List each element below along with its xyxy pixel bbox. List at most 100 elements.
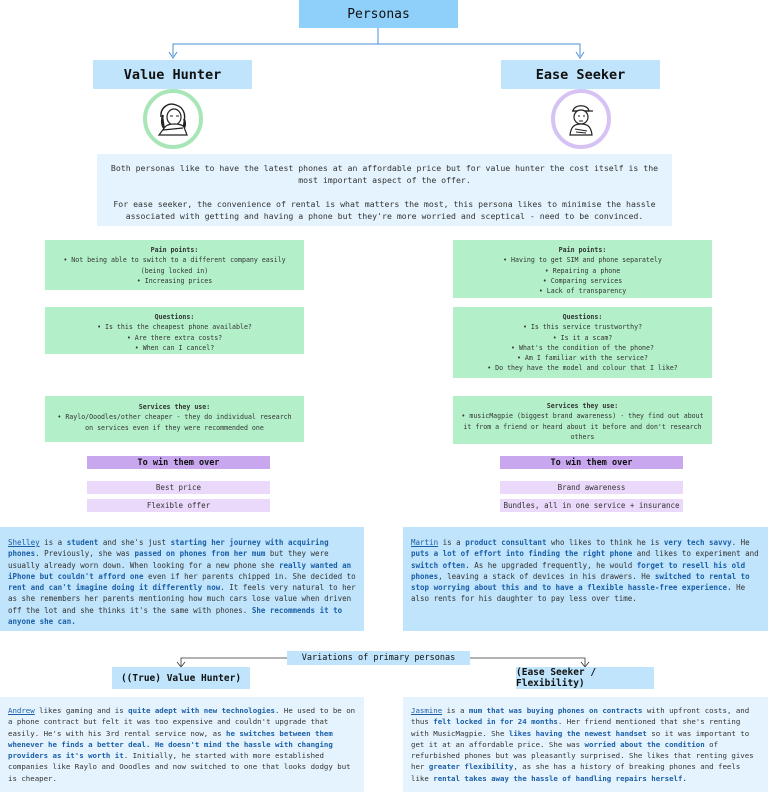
summary-value-hunter: Both personas like to have the latest ph… [110, 163, 659, 185]
arrowhead-right [575, 51, 585, 59]
questions-value-hunter: Questions: • Is this the cheapest phone … [45, 307, 304, 354]
diagram-title: Personas [299, 0, 458, 28]
list-item: • Is it a scam? [552, 333, 613, 342]
story-text: . He [731, 538, 750, 547]
list-item: • Are there extra costs? [126, 333, 223, 342]
variation-title-true-value-hunter: ((True) Value Hunter) [112, 667, 250, 689]
services-title: Services they use: [138, 403, 211, 411]
story-text: He also rents for his daughter to pay le… [411, 583, 746, 604]
story-text: is a [442, 706, 469, 715]
story-text: but they were usually already worn down.… [8, 549, 329, 570]
services-title: Services they use: [546, 402, 619, 410]
list-item: • Repairing a phone [544, 266, 621, 275]
story-value-hunter: Shelley is a student and she's just star… [0, 527, 364, 631]
story-text: . It feels very natural to her as she re… [8, 583, 356, 615]
highlighted-text: switch often [411, 560, 466, 570]
story-text: with upfront costs, and thus [411, 706, 750, 727]
story-text: so it was important to get it at an affo… [411, 728, 750, 749]
persona-name: Jasmine [411, 706, 443, 715]
win-item-brand-awareness: Brand awareness [500, 481, 683, 494]
list-item: • Having to get SIM and phone separately [503, 256, 662, 265]
story-text: of refurbished phones but was pleasantly… [411, 739, 754, 772]
win-title-ease-seeker: To win them over [500, 456, 683, 469]
pain-points-ease-seeker: Pain points: • Having to get SIM and pho… [453, 240, 712, 298]
variation-connector-left [180, 657, 287, 666]
story-text: . As he upgraded frequently, he would [465, 560, 637, 570]
highlighted-text: She recommends it to anyone she can. [8, 605, 343, 627]
story-text: . Her friend mentioned that she's rentin… [411, 717, 741, 738]
highlighted-text: puts a lot of effort into finding the ri… [411, 549, 633, 559]
connector-left [172, 28, 379, 56]
story-text: likes gaming and is [34, 706, 129, 715]
highlighted-text: mum that was buying phones on contracts [468, 706, 643, 715]
avatar-value-hunter [143, 89, 203, 149]
list-item: • Lack of transparency [538, 287, 627, 296]
list-item: • Is this the cheapest phone available? [97, 323, 252, 332]
highlighted-text: rent and can't imagine doing it differen… [8, 583, 221, 593]
highlighted-text: felt locked in for 24 months [433, 717, 558, 727]
connector-right [378, 43, 581, 56]
story-text: , as she has a history of breaking phone… [411, 762, 741, 783]
questions-ease-seeker: Questions: • Is this service trustworthy… [453, 307, 712, 378]
story-text: . Initially, he started with more establ… [8, 751, 351, 783]
highlighted-text: likes having the newest handset [508, 728, 647, 738]
list-item: • Do they have the model and colour that… [487, 364, 678, 373]
list-item: • Raylo/Ooodles/other cheaper - they do … [57, 413, 292, 432]
list-item: • Am I familiar with the service? [516, 354, 648, 363]
pain-points-title: Pain points: [150, 246, 199, 254]
list-item: • What's the condition of the phone? [511, 343, 654, 352]
highlighted-text: switched to rental to stop worrying abou… [411, 571, 750, 593]
list-item: • Is this service trustworthy? [522, 323, 643, 332]
questions-title: Questions: [562, 313, 603, 321]
list-item: • musicMagpie (biggest brand awareness) … [461, 412, 704, 441]
variation-story-andrew: Andrew likes gaming and is quite adept w… [0, 697, 364, 792]
win-item-bundles: Bundles, all in one service + insurance [500, 499, 683, 512]
story-text: and she's just [98, 538, 171, 547]
highlighted-text: forget to resell his old phones [411, 560, 746, 581]
avatar-ease-seeker [551, 89, 611, 149]
variations-label: Variations of primary personas [287, 651, 470, 665]
story-text: is a [39, 538, 67, 547]
win-title-value-hunter: To win them over [87, 456, 270, 469]
persona-title-value-hunter: Value Hunter [93, 60, 252, 89]
highlighted-text: greater flexibility [428, 762, 514, 772]
story-text: . He used to be on a phone contract but … [8, 706, 356, 738]
story-text: who likes to think he is [546, 538, 664, 547]
highlighted-text: starting her journey with acquiring phon… [8, 538, 329, 559]
services-ease-seeker: Services they use: • musicMagpie (bigges… [453, 396, 712, 444]
list-item: • Comparing services [542, 276, 623, 285]
highlighted-text: really wanted an iPhone but couldn't aff… [8, 560, 352, 581]
story-text: . Previously, she was [35, 549, 135, 559]
highlighted-text: . He doesn't mind the hassle with changi… [8, 739, 333, 761]
variation-story-jasmine: Jasmine is a mum that was buying phones … [403, 697, 768, 792]
persona-name: Shelley [8, 538, 40, 547]
list-item: • Increasing prices [136, 276, 213, 285]
highlighted-text: student [66, 538, 99, 547]
variation-title-ease-seeker-flexibility: (Ease Seeker / Flexibility) [516, 667, 654, 689]
services-value-hunter: Services they use: • Raylo/Ooodles/other… [45, 396, 304, 442]
win-item-best-price: Best price [87, 481, 270, 494]
highlighted-text: quite adept with new technologies [128, 706, 275, 715]
story-text: even if her parents chipped in. She deci… [143, 571, 356, 581]
summary-ease-seeker: For ease seeker, the convenience of rent… [113, 199, 656, 221]
woman-with-hair-icon [157, 103, 188, 136]
persona-name: Martin [411, 538, 439, 547]
persona-summary: Both personas like to have the latest ph… [97, 154, 672, 226]
man-with-cap-icon [569, 105, 593, 136]
story-text: and likes to experiment and [632, 549, 759, 559]
pain-points-title: Pain points: [558, 246, 607, 254]
pain-points-value-hunter: Pain points: • Not being able to switch … [45, 240, 304, 290]
persona-name: Andrew [8, 706, 35, 715]
variation-connector-right [470, 657, 586, 666]
list-item: • When can I cancel? [134, 343, 215, 352]
questions-title: Questions: [154, 313, 195, 321]
highlighted-text: passed on phones from her mum [134, 549, 266, 559]
persona-title-ease-seeker: Ease Seeker [501, 60, 660, 89]
win-item-flexible-offer: Flexible offer [87, 499, 270, 512]
story-ease-seeker: Martin is a product consultant who likes… [403, 527, 768, 631]
arrowhead-left [168, 51, 178, 59]
story-text: is a [438, 538, 466, 547]
highlighted-text: he switches between them whenever he fin… [8, 728, 333, 749]
story-text: , leaving a stack of devices in his draw… [438, 571, 655, 581]
